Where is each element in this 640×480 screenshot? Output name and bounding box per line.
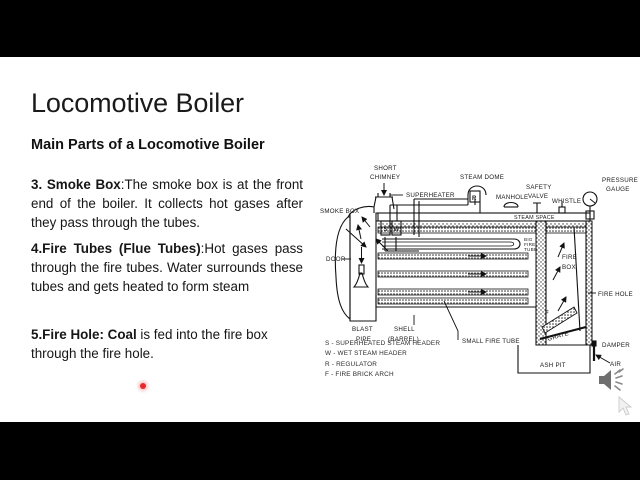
diagram-label-fire-box-line1: FIRE xyxy=(562,254,577,261)
diagram-label-ash-pit: ASH PIT xyxy=(540,362,566,369)
locomotive-boiler-diagram: SMOKE BOX SHORT CHIMNEY STEAM DOME SUPER… xyxy=(318,155,640,395)
diagram-label-manhole: MANHOLE xyxy=(496,194,528,201)
legend-item-w: W - WET STEAM HEADER xyxy=(325,350,407,358)
presentation-slide: Locomotive Boiler Main Parts of a Locomo… xyxy=(0,57,640,422)
speaker-volume-icon[interactable] xyxy=(596,365,630,395)
diagram-marker-r: R xyxy=(472,196,477,202)
legend-item-s: S - SUPERHEATED STEAM HEADER xyxy=(325,340,441,347)
diagram-label-fire-box-line2: BOX xyxy=(562,264,576,271)
diagram-label-safety-valve-line2: VALVE xyxy=(528,193,548,200)
diagram-label-steam-space: STEAM SPACE xyxy=(514,215,555,221)
paragraph-body-fire-hole: is fed into the fire box through the fir… xyxy=(31,327,268,362)
diagram-label-smoke-box: SMOKE BOX xyxy=(320,208,359,215)
paragraph-body-smoke-box: :The smoke box is at the front end of th… xyxy=(31,177,303,231)
paragraph-body-fire-tubes: :Hot gases pass through the fire tubes. … xyxy=(31,241,303,295)
diagram-label-big-fire-tube-line3: TUBE xyxy=(524,247,537,252)
diagram-label-big-fire-tube-line2: FIRE xyxy=(524,242,535,247)
diagram-marker-w: W xyxy=(394,227,400,233)
paragraph-lead-smoke-box: 3. Smoke Box xyxy=(31,177,121,192)
diagram-label-blast-pipe-line2: PIPE xyxy=(356,336,371,343)
legend-item-r: R - REGULATOR xyxy=(325,360,378,368)
diagram-label-pressure-gauge-line1: PRESSURE xyxy=(602,177,638,184)
paragraph-smoke-box: 3. Smoke Box:The smoke box is at the fro… xyxy=(31,175,303,232)
diagram-legend: S - SUPERHEATED STEAM HEADER W - WET STE… xyxy=(325,339,485,381)
diagram-label-damper: DAMPER xyxy=(602,342,630,349)
paragraph-fire-tubes: 4.Fire Tubes (Flue Tubes):Hot gases pass… xyxy=(31,239,303,296)
diagram-label-whistle: WHISTLE xyxy=(552,198,581,205)
page-title: Locomotive Boiler xyxy=(31,88,244,118)
diagram-label-air: AIR xyxy=(610,361,621,368)
paragraph-lead-fire-hole: 5.Fire Hole: Coal xyxy=(31,327,137,342)
diagram-marker-f: F xyxy=(545,311,549,317)
legend-item-f: F - FIRE BRICK ARCH xyxy=(325,371,394,379)
diagram-label-big-fire-tube-line1: BIG xyxy=(524,237,533,242)
diagram-label-fire-hole: FIRE HOLE xyxy=(598,291,633,298)
paragraph-fire-hole: 5.Fire Hole: Coal is fed into the fire b… xyxy=(31,325,303,363)
diagram-label-pressure-gauge-line2: GAUGE xyxy=(606,186,630,193)
letterbox-bottom xyxy=(0,422,640,480)
diagram-label-grate: GRATE xyxy=(547,330,570,343)
paragraph-lead-fire-tubes: 4.Fire Tubes (Flue Tubes) xyxy=(31,241,201,256)
diagram-label-small-fire-tube: SMALL FIRE TUBE xyxy=(462,338,520,345)
slide-subtitle: Main Parts of a Locomotive Boiler xyxy=(31,137,265,153)
diagram-label-shell-line2: (BARREL) xyxy=(388,336,419,343)
diagram-label-short-chimney-line1: SHORT xyxy=(374,165,397,172)
diagram-label-door: DOOR xyxy=(326,256,346,263)
diagram-label-safety-valve-line1: SAFETY xyxy=(526,184,552,191)
diagram-label-shell-line1: SHELL xyxy=(394,326,415,333)
mouse-cursor-arrow xyxy=(617,396,635,418)
diagram-label-short-chimney-line2: CHIMNEY xyxy=(370,174,400,181)
diagram-label-blast-pipe-line1: BLAST xyxy=(352,326,373,333)
diagram-marker-s: S xyxy=(384,227,388,233)
diagram-label-superheater: SUPERHEATER xyxy=(406,192,455,199)
diagram-label-steam-dome: STEAM DOME xyxy=(460,174,504,181)
accent-dot xyxy=(140,383,146,389)
letterbox-top xyxy=(0,0,640,57)
